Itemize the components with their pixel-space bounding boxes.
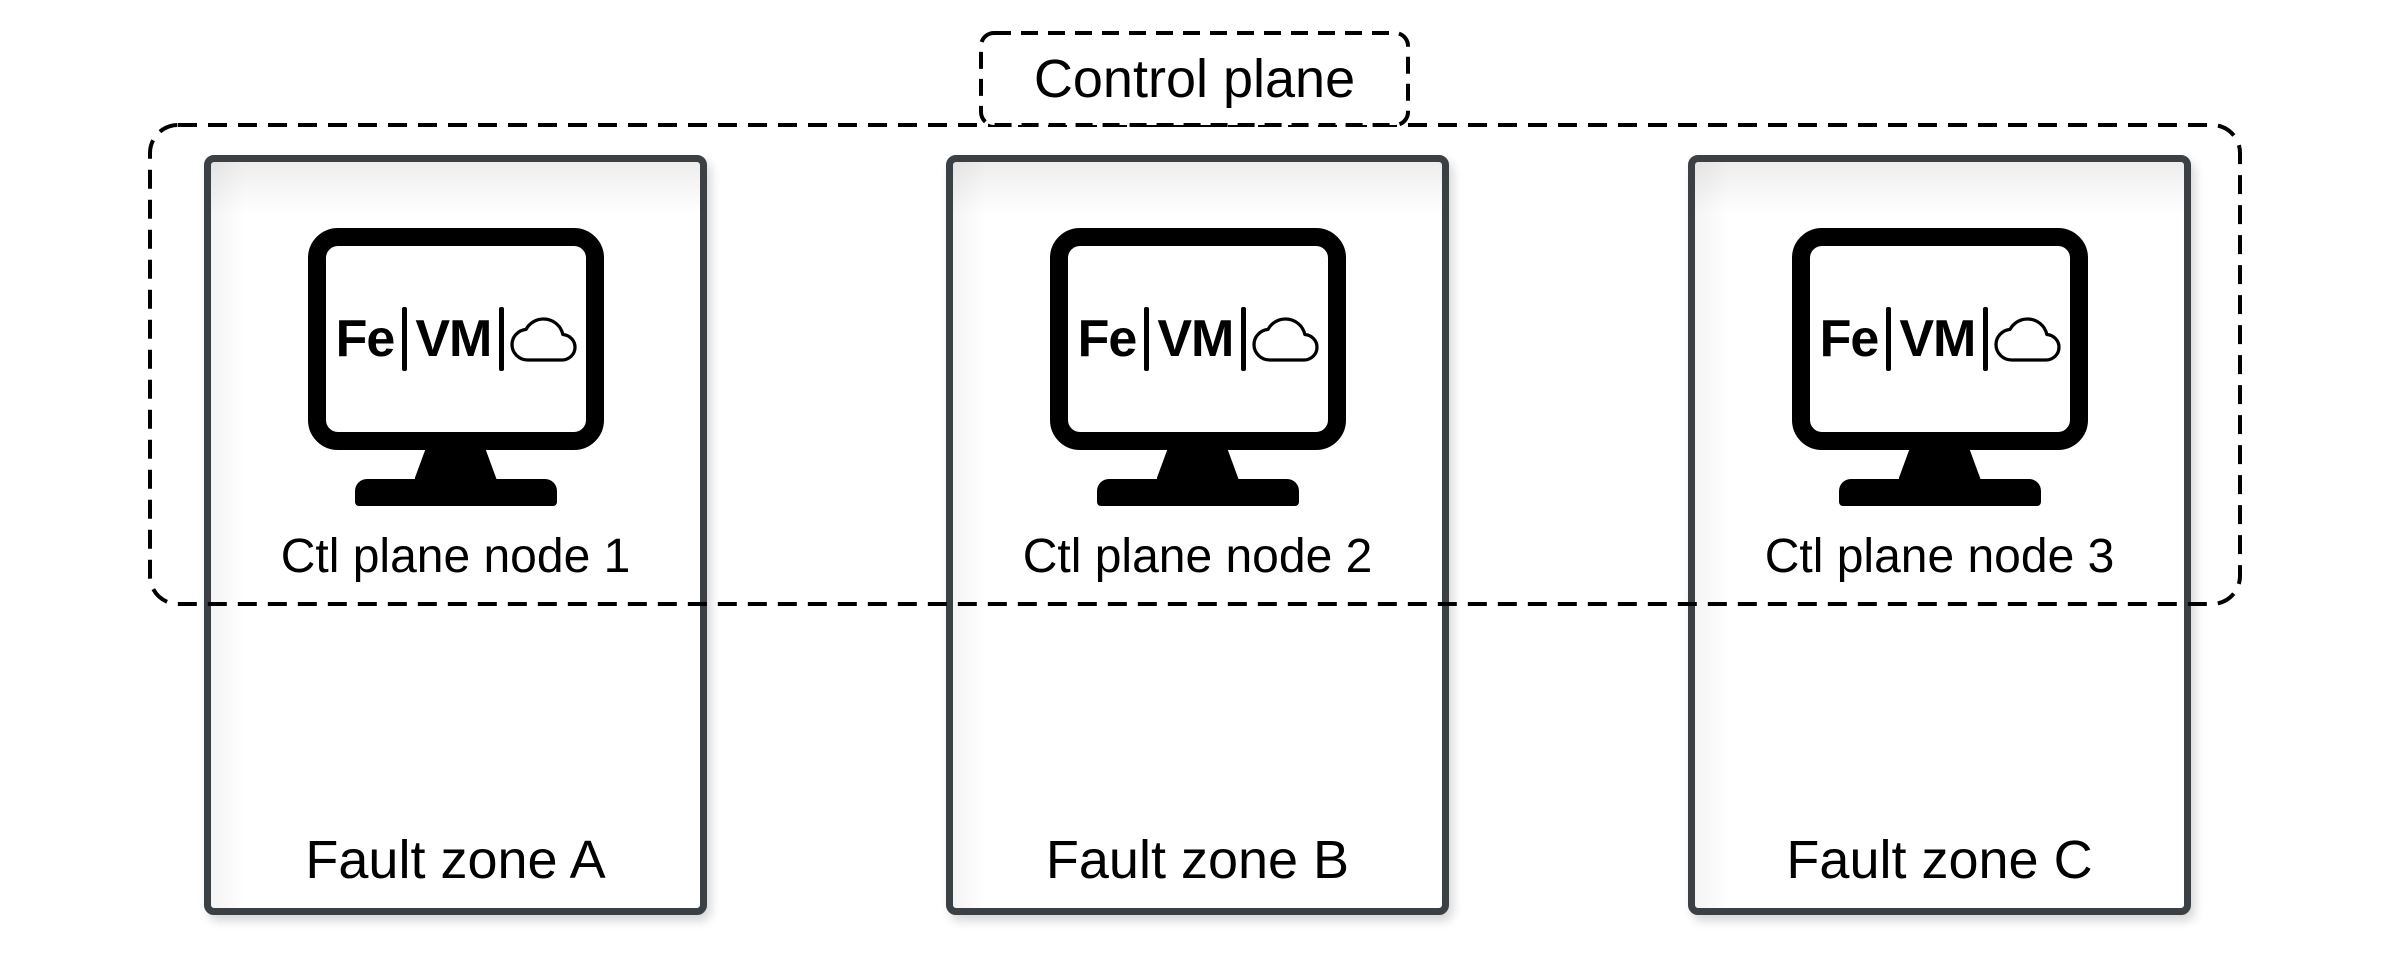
separator-bar-icon [1983,307,1989,371]
node-label: Ctl plane node 1 [280,530,631,583]
monitor-screen-text-fe: Fe [1077,310,1138,368]
control-plane-label: Control plane [1033,49,1356,109]
monitor-screen: Fe VM [1791,228,2088,450]
monitor-screen: Fe VM [307,228,604,450]
monitor-screen-text-fe: Fe [1819,310,1880,368]
fault-zone-b-box: Fe VM Ctl plane node 2 Fault zone B [946,155,1449,915]
monitor-stand [414,450,497,479]
separator-bar-icon [1886,307,1892,371]
fault-zone-label: Fault zone C [1786,830,2093,890]
monitor-stand [1898,450,1981,479]
monitor-icon: Fe VM [1049,228,1346,506]
monitor-screen-text-vm: VM [1157,310,1234,368]
fault-zone-c-box: Fe VM Ctl plane node 3 Fault zone C [1688,155,2191,915]
monitor-base [354,479,557,506]
monitor-screen-text-vm: VM [1899,310,1976,368]
fault-zone-a-box: Fe VM Ctl plane node 1 Fault zone A [204,155,707,915]
cloud-icon [510,317,577,362]
monitor-stand [1156,450,1239,479]
cloud-icon [1252,317,1319,362]
separator-bar-icon [402,307,408,371]
monitor-base [1096,479,1299,506]
separator-bar-icon [1241,307,1247,371]
monitor-screen: Fe VM [1049,228,1346,450]
cloud-icon [1994,317,2061,362]
separator-bar-icon [1144,307,1150,371]
monitor-icon: Fe VM [307,228,604,506]
separator-bar-icon [499,307,505,371]
fault-zone-label: Fault zone B [1045,830,1350,890]
monitor-screen-text-vm: VM [415,310,492,368]
monitor-icon: Fe VM [1791,228,2088,506]
fault-zone-label: Fault zone A [305,830,606,890]
monitor-base [1838,479,2041,506]
monitor-screen-text-fe: Fe [335,310,396,368]
node-label: Ctl plane node 3 [1764,530,2115,583]
node-label: Ctl plane node 2 [1022,530,1373,583]
